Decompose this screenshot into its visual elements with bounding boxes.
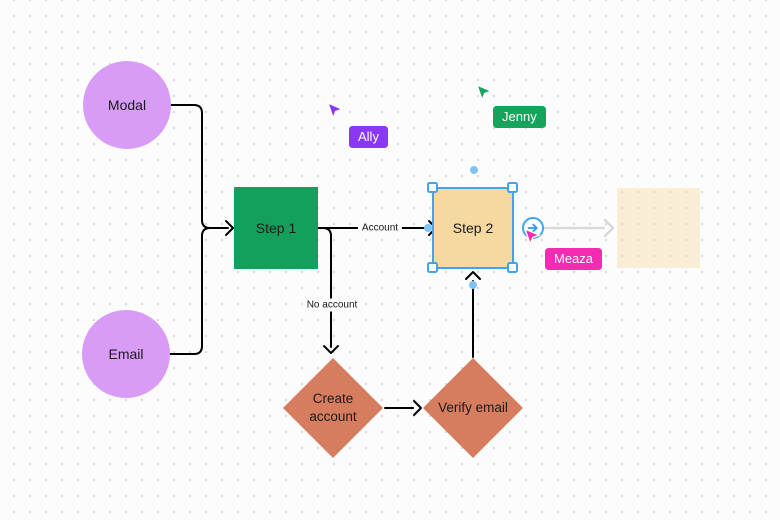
connector-modal-to-step1[interactable] <box>170 104 211 229</box>
cursor-jenny-icon <box>476 84 493 101</box>
node-step1[interactable]: Step 1 <box>234 187 318 269</box>
selection-handle-top-right[interactable] <box>507 182 518 193</box>
cursor-label-ally: Ally <box>349 126 388 148</box>
node-label: Create account <box>309 391 357 424</box>
node-modal[interactable]: Modal <box>83 61 171 149</box>
arrow-right-icon <box>527 223 538 233</box>
connector-create-to-verify[interactable] <box>384 400 422 416</box>
node-label: Modal <box>107 97 147 113</box>
ghost-shape-preview <box>617 188 700 268</box>
edge-label-account[interactable]: Account <box>357 221 403 235</box>
cursor-label-jenny: Jenny <box>493 106 546 128</box>
cursor-meaza-icon <box>524 228 541 245</box>
node-step2-selected[interactable]: Step 2 <box>432 187 514 269</box>
connector-verify-to-step2[interactable] <box>465 271 481 358</box>
anchor-dot-left <box>424 224 432 232</box>
node-label: Verify email <box>438 400 508 416</box>
node-label: Step 1 <box>255 220 297 236</box>
node-label: Email <box>108 346 144 362</box>
selection-handle-bottom-right[interactable] <box>507 262 518 273</box>
node-label: Step 2 <box>452 220 494 236</box>
selection-handle-bottom-left[interactable] <box>427 262 438 273</box>
selection-handle-top-left[interactable] <box>427 182 438 193</box>
anchor-dot-bottom <box>469 281 477 289</box>
connector-ghost-arrow <box>543 218 615 238</box>
cursor-ally-icon <box>327 102 344 119</box>
edge-label-no-account[interactable]: No account <box>302 298 362 312</box>
connector-step1-to-create-account[interactable] <box>317 227 339 354</box>
connector-email-to-step1[interactable] <box>169 220 234 355</box>
anchor-dot-top <box>470 166 478 174</box>
node-email[interactable]: Email <box>82 310 170 398</box>
cursor-label-meaza: Meaza <box>545 248 603 270</box>
